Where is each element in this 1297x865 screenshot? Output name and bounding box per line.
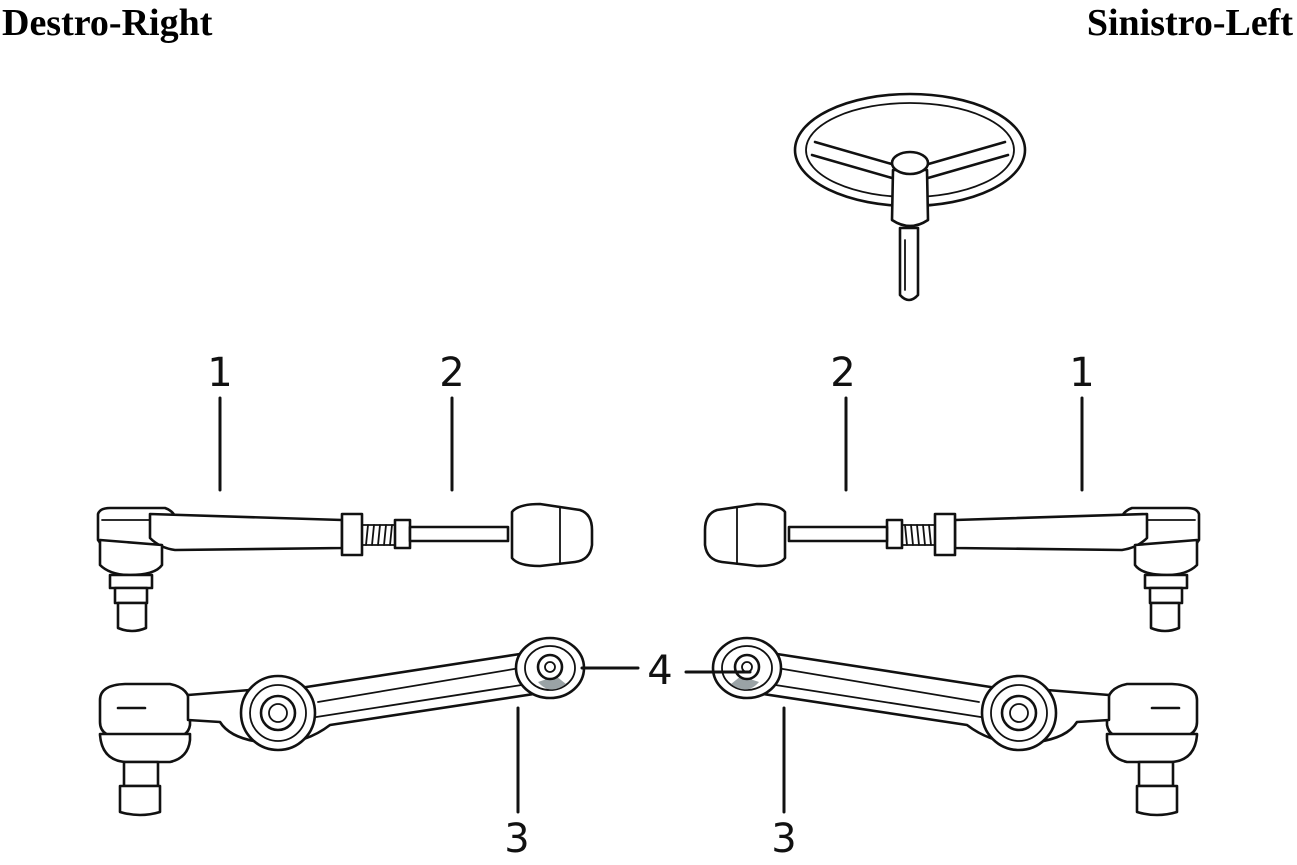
callout-3-left-side: 3 xyxy=(771,816,796,860)
lower-arm-left-side xyxy=(711,636,1199,817)
callout-1-left-side: 1 xyxy=(1069,350,1094,396)
lower-arm-right-side xyxy=(98,636,586,817)
callout-3-right-side: 3 xyxy=(504,816,529,860)
header-destro-right: Destro-Right xyxy=(2,2,213,44)
callout-2-left-side: 2 xyxy=(830,350,855,396)
callout-2-right-side: 2 xyxy=(439,350,464,396)
callout-4: 4 xyxy=(647,648,672,694)
callout-1-right-side: 1 xyxy=(207,350,232,396)
tie-rod-right-side xyxy=(96,502,594,633)
leader-lines xyxy=(218,396,1084,814)
tie-rod-left-side xyxy=(703,502,1201,633)
steering-wheel xyxy=(793,92,1027,302)
header-sinistro-left: Sinistro-Left xyxy=(1086,2,1293,44)
